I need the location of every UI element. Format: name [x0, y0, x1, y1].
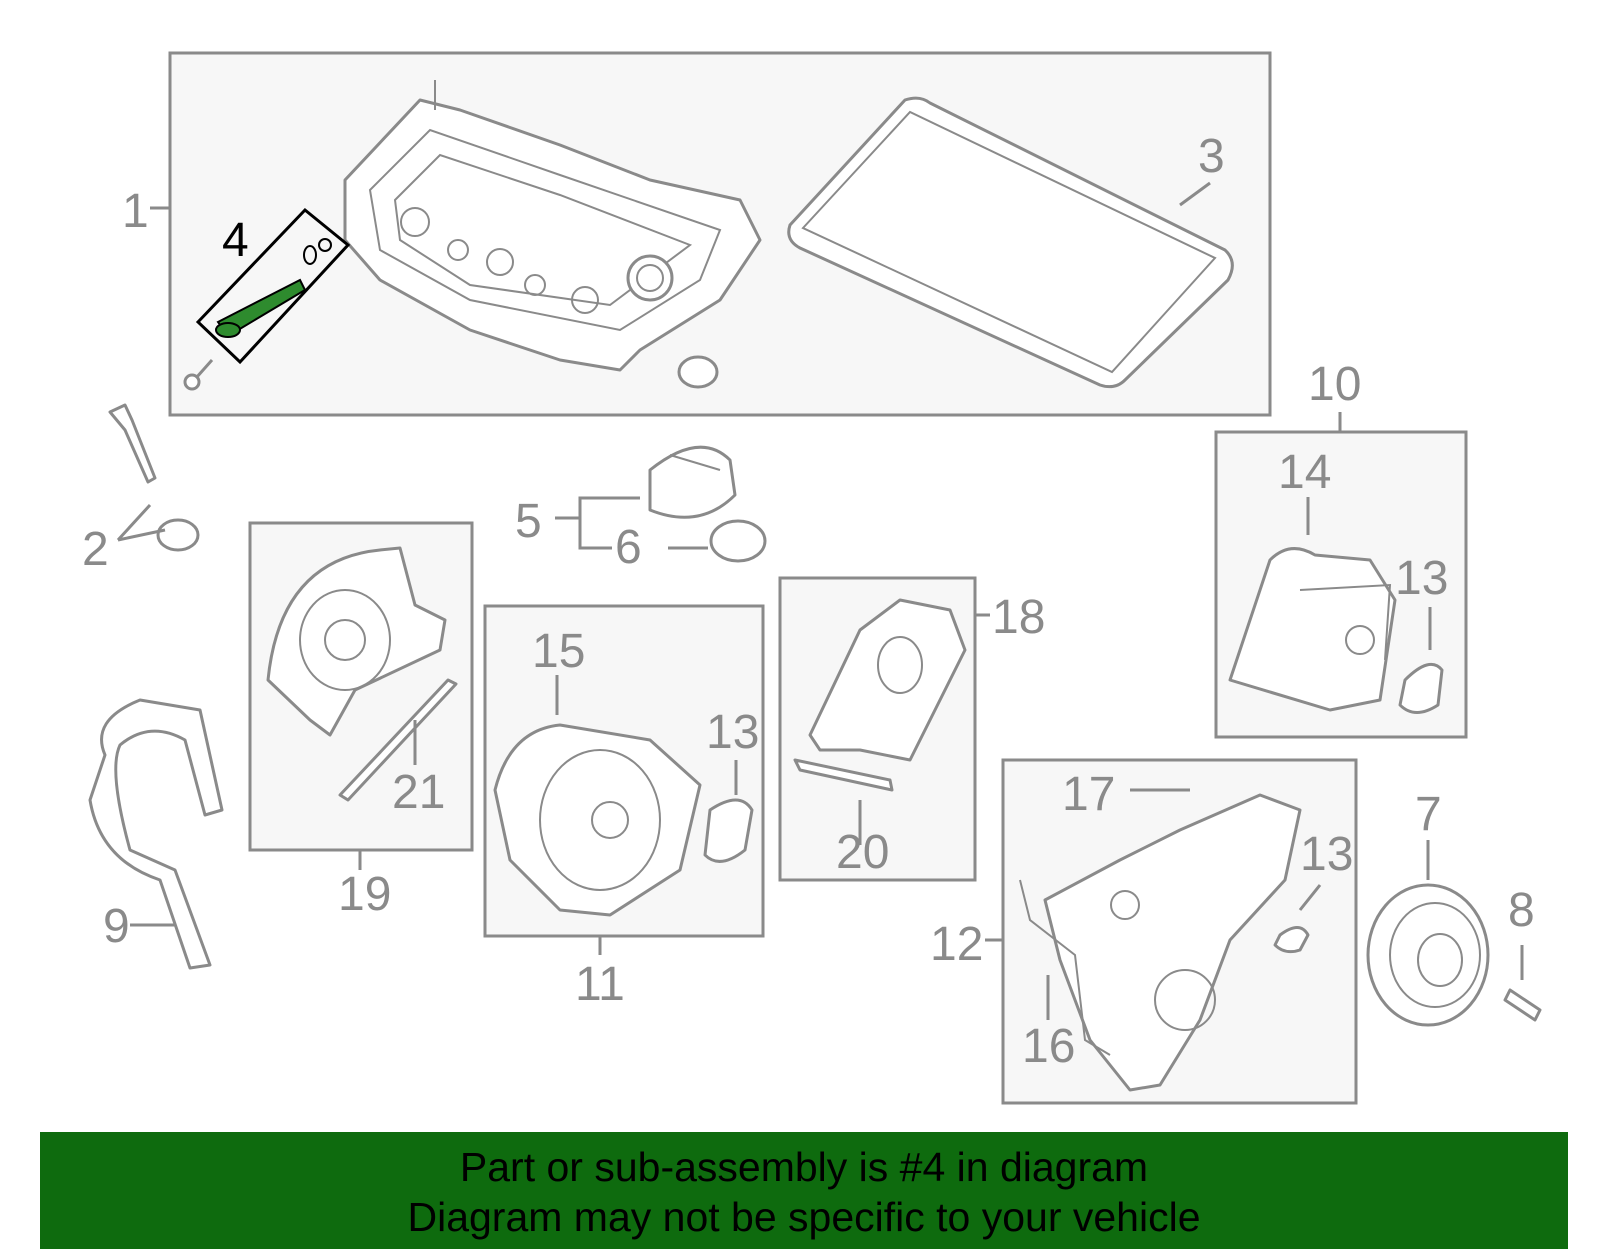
callout-13c: 13 [1300, 828, 1353, 881]
group-1-valve-cover-assembly [168, 51, 1272, 417]
callout-19: 19 [338, 868, 391, 921]
callout-11: 11 [575, 958, 625, 1011]
callout-15: 15 [532, 625, 585, 678]
group-2-seal [108, 403, 200, 552]
callout-21: 21 [392, 766, 445, 819]
group-11-water-pump [483, 604, 765, 955]
group-10-upper-cover [1214, 412, 1468, 739]
callout-5: 5 [515, 495, 542, 548]
callout-18: 18 [992, 591, 1045, 644]
callout-3: 3 [1198, 130, 1225, 183]
callout-12: 12 [930, 918, 983, 971]
callout-17: 17 [1062, 768, 1115, 821]
group-19-rear-cover [248, 521, 474, 870]
callout-6: 6 [615, 521, 642, 574]
callout-10: 10 [1308, 358, 1361, 411]
group-12-lower-cover [985, 758, 1358, 1105]
group-5-6-oil-cap [555, 445, 767, 563]
callout-14: 14 [1278, 446, 1331, 499]
leader-3 [1179, 181, 1211, 207]
gasket-illustration [787, 96, 1234, 389]
callout-4: 4 [222, 214, 249, 267]
callout-16: 16 [1022, 1020, 1075, 1073]
bolt-illustration [183, 359, 214, 391]
callout-13a: 13 [1395, 552, 1448, 605]
timing-belt [88, 698, 224, 970]
part-4-highlight[interactable] [195, 207, 351, 365]
group-18-rear-cover [778, 576, 990, 882]
info-banner: Part or sub-assembly is #4 in diagram Di… [40, 1132, 1568, 1249]
banner-line-part: Part or sub-assembly is #4 in diagram [459, 1144, 1149, 1190]
crank-pulley [1366, 840, 1542, 1027]
callout-8: 8 [1508, 884, 1535, 937]
callout-20: 20 [836, 826, 889, 879]
callout-2: 2 [82, 523, 109, 576]
callout-13b: 13 [706, 706, 759, 759]
callout-9: 9 [103, 900, 130, 953]
valve-cover-illustration [343, 80, 762, 389]
callout-7: 7 [1415, 788, 1442, 841]
callout-1: 1 [122, 185, 149, 238]
banner-line-disclaimer: Diagram may not be specific to your vehi… [407, 1194, 1201, 1240]
